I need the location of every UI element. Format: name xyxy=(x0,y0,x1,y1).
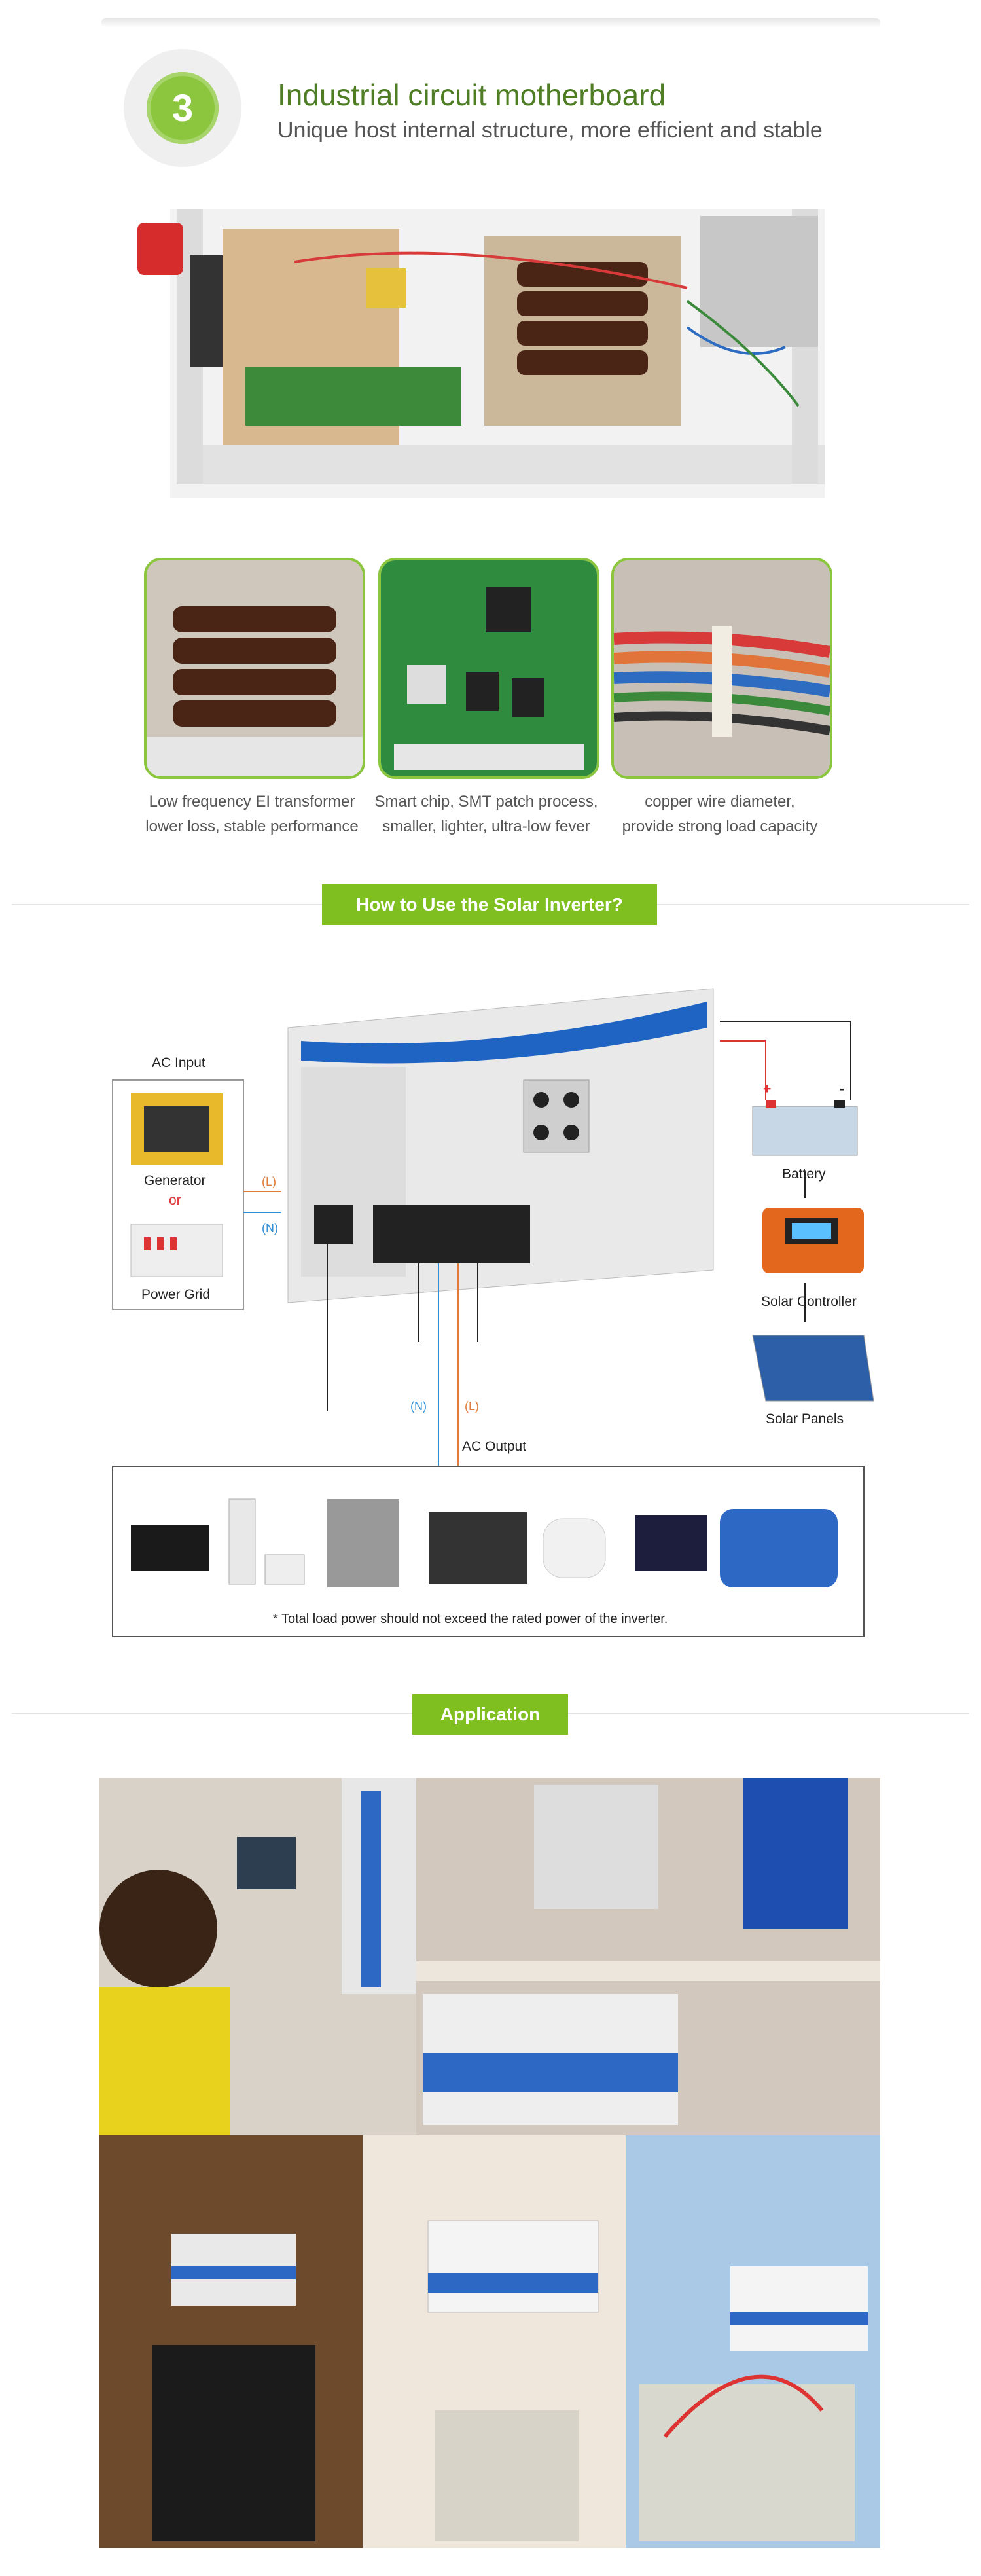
live-wire-label: (L) xyxy=(262,1175,276,1188)
or-label: or xyxy=(169,1193,181,1208)
application-photo xyxy=(416,1778,880,2135)
feature-caption-line2: lower loss, stable performance xyxy=(145,818,359,835)
solar-controller-label: Solar Controller xyxy=(761,1294,857,1309)
smt-chip-thumb xyxy=(378,558,599,779)
ac-output-label: AC Output xyxy=(462,1439,527,1454)
application-photo xyxy=(99,2135,363,2548)
application-photo xyxy=(99,1778,416,2135)
wiring-diagram xyxy=(112,988,874,1637)
feature-caption: Smart chip, SMT patch process, smaller, … xyxy=(355,789,617,839)
section-subtitle: Unique host internal structure, more eff… xyxy=(277,118,823,143)
battery-minus-label: - xyxy=(840,1081,844,1097)
neutral-output-label: (N) xyxy=(410,1400,427,1413)
feature-caption-line1: Smart chip, SMT patch process, xyxy=(374,793,598,810)
feature-caption: copper wire diameter, provide strong loa… xyxy=(589,789,851,839)
feature-caption-line1: Low frequency EI transformer xyxy=(149,793,355,810)
power-grid-label: Power Grid xyxy=(141,1287,211,1302)
ac-input-label: AC Input xyxy=(152,1055,205,1070)
top-shadow-bar xyxy=(101,18,880,27)
section-title: Industrial circuit motherboard xyxy=(277,78,666,112)
motherboard-image xyxy=(137,209,825,498)
neutral-wire-label: (N) xyxy=(262,1222,278,1235)
howto-heading: How to Use the Solar Inverter? xyxy=(322,884,657,925)
copper-wire-thumb xyxy=(611,558,832,779)
load-note: * Total load power should not exceed the… xyxy=(273,1612,668,1626)
feature-caption-line2: smaller, lighter, ultra-low fever xyxy=(382,818,590,835)
generator-label: Generator xyxy=(144,1173,206,1188)
transformer-thumb xyxy=(144,558,365,779)
battery-plus-label: + xyxy=(763,1081,772,1097)
application-photo xyxy=(363,2135,626,2548)
feature-caption-line2: provide strong load capacity xyxy=(622,818,818,835)
application-photo xyxy=(626,2135,880,2548)
feature-caption-line1: copper wire diameter, xyxy=(645,793,795,810)
application-heading: Application xyxy=(412,1694,568,1735)
battery-label: Battery xyxy=(782,1167,826,1182)
feature-caption: Low frequency EI transformer lower loss,… xyxy=(121,789,383,839)
solar-panels-label: Solar Panels xyxy=(766,1411,844,1426)
number-badge-digit: 3 xyxy=(147,72,219,144)
live-output-label: (L) xyxy=(465,1400,479,1413)
